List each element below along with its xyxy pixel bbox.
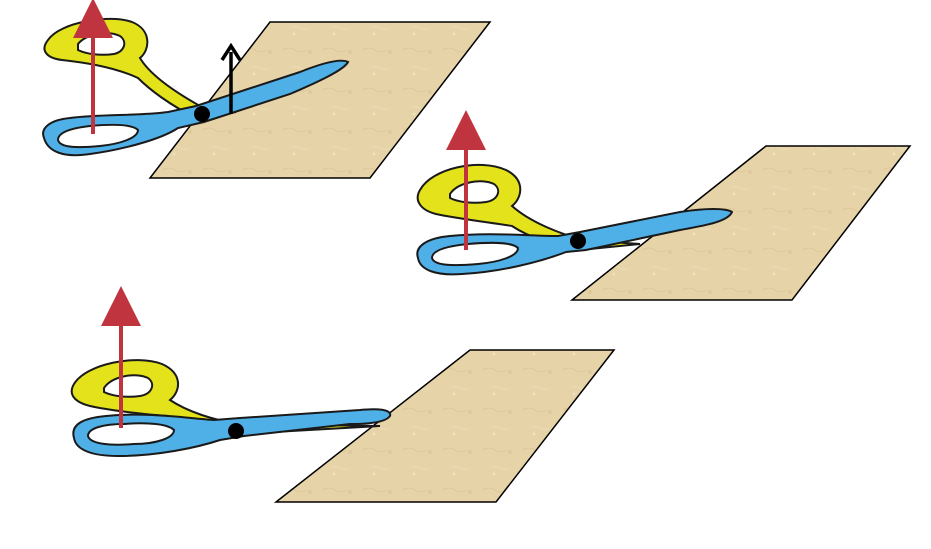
- pivot-dot-icon: [228, 423, 244, 439]
- yellow-handle-hole: [449, 180, 500, 204]
- blue-handle-hole: [56, 123, 140, 149]
- paper-sheet-icon: [569, 145, 912, 301]
- panel-1: [42, 0, 492, 179]
- motion-arrow-icon: [220, 42, 242, 114]
- panel-2: [416, 110, 912, 301]
- panel-3: [70, 286, 616, 503]
- blue-handle-hole: [430, 241, 520, 267]
- pivot-dot-icon: [570, 233, 586, 249]
- blue-handle-hole: [86, 422, 176, 446]
- paper-sheet-icon: [273, 349, 616, 503]
- scissors-icon: [416, 163, 734, 276]
- paper-sheet-icon: [148, 21, 492, 179]
- scissors-icon: [70, 359, 392, 458]
- pivot-dot-icon: [194, 106, 210, 122]
- yellow-handle-hole: [103, 374, 154, 398]
